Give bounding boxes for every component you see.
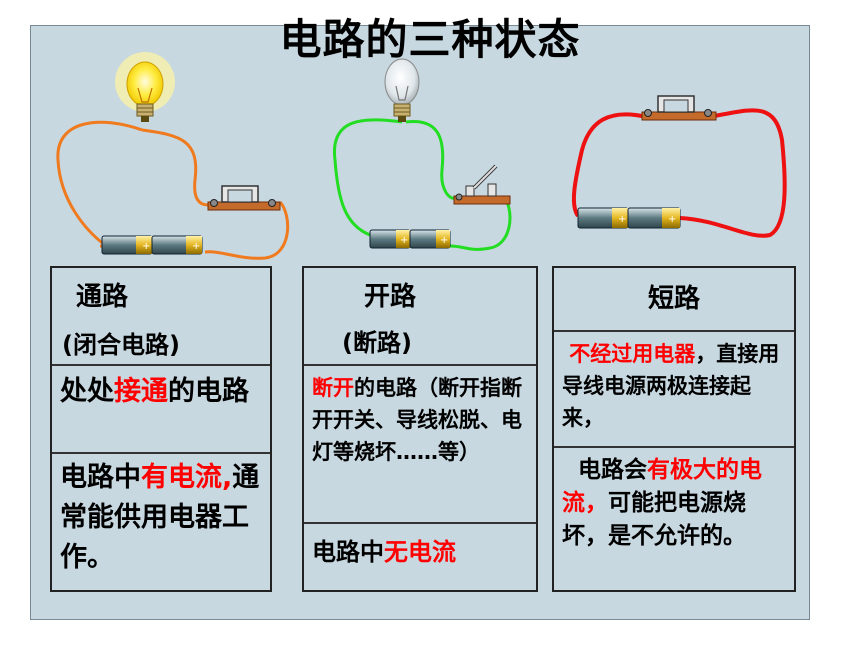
current-text: 电路会 [562, 457, 648, 483]
current-highlight: 无电流 [384, 538, 456, 566]
short-circuit-current: 电路会有极大的电流，可能把电源烧坏，是不允许的。 [554, 448, 794, 590]
open-circuit-current: 电路中无电流 [304, 524, 536, 590]
definition-highlight: 不经过用电器 [562, 342, 696, 366]
svg-text:+: + [618, 214, 626, 225]
switch-open-icon [453, 164, 511, 205]
definition-text: 处处 [60, 376, 114, 407]
short-circuit-diagram: + + [571, 95, 787, 238]
closed-circuit-column: 通路 (闭合电路) 处处接通的电路 电路中有电流,通常能供用电器工作。 [50, 266, 272, 592]
short-circuit-title: 短路 [554, 268, 794, 332]
definition-text: ，直接用导线电源两极连接起来， [562, 342, 780, 430]
short-circuit-definition: 不经过用电器，直接用导线电源两极连接起来， [554, 332, 794, 448]
svg-text:+: + [668, 214, 676, 225]
open-circuit-definition: 断开的电路（断开指断开开关、导线松脱、电灯等烧坏……等） [304, 366, 536, 524]
svg-text:+: + [192, 241, 200, 252]
switch-closed-icon [207, 185, 281, 211]
page-title: 电路的三种状态 [279, 15, 581, 64]
bulb-off-icon [384, 58, 420, 122]
definition-highlight: 断开 [312, 376, 354, 400]
battery-icon: + + [101, 235, 203, 255]
open-circuit-header-cell: 开路 (断路) [304, 268, 536, 366]
definition-text: 的电路 [168, 376, 249, 407]
svg-text:+: + [440, 235, 448, 246]
current-highlight: 有极大的电流， [562, 457, 763, 516]
svg-text:+: + [142, 241, 150, 252]
current-text: 通常能供用电器工作。 [60, 462, 260, 573]
closed-circuit-subtitle: (闭合电路) [62, 331, 180, 359]
current-text: 电路中 [60, 462, 141, 493]
circuit-illustrations: + + + + [56, 52, 787, 260]
closed-circuit-header-cell: 通路 (闭合电路) [52, 268, 270, 366]
open-circuit-column: 开路 (断路) 断开的电路（断开指断开开关、导线松脱、电灯等烧坏……等） 电路中… [302, 266, 538, 592]
open-circuit-subtitle: (断路) [342, 329, 412, 357]
current-highlight: 有电流, [141, 462, 233, 493]
open-circuit-title: 开路 [364, 282, 417, 312]
closed-circuit-title: 通路 [76, 282, 129, 312]
closed-circuit-current: 电路中有电流,通常能供用电器工作。 [52, 454, 270, 590]
definition-text: 的电路（断开指断开开关、导线松脱、电灯等烧坏……等） [312, 376, 522, 464]
current-text: 电路中 [312, 538, 384, 566]
svg-text:+: + [400, 235, 408, 246]
current-text: 可能把电源烧坏，是不允许的。 [562, 490, 746, 549]
closed-circuit-diagram: + + [56, 52, 290, 260]
open-circuit-diagram: + + [332, 58, 512, 251]
switch-closed-icon [641, 95, 717, 121]
battery-icon: + + [577, 207, 681, 229]
definition-highlight: 接通 [114, 376, 168, 407]
closed-circuit-definition: 处处接通的电路 [52, 366, 270, 454]
battery-icon: + + [369, 229, 451, 249]
short-circuit-column: 短路 不经过用电器，直接用导线电源两极连接起来， 电路会有极大的电流，可能把电源… [552, 266, 796, 592]
bulb-lit-icon [115, 52, 175, 122]
